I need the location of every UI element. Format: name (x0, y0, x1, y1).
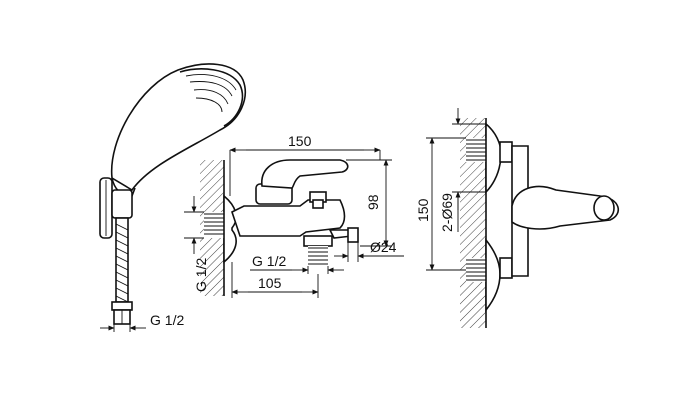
spout-projection-label: 105 (258, 275, 282, 291)
shower-hose-thread-label: G 1/2 (150, 312, 184, 328)
mixer-side-view: 150 98 G 1/2 G 1/2 105 Ø24 (184, 133, 404, 298)
centre-distance-label: 150 (415, 198, 431, 222)
mixer-front-view: 150 2-Ø69 (415, 108, 620, 328)
height-label: 98 (365, 194, 381, 210)
wall-thread-label: G 1/2 (193, 258, 209, 292)
escutcheon-diameter-label: 2-Ø69 (439, 193, 455, 232)
outlet-diameter-label: Ø24 (370, 239, 397, 255)
overall-width-label: 150 (288, 133, 312, 149)
hand-shower-view: G 1/2 (99, 63, 247, 332)
outlet-thread-label: G 1/2 (252, 253, 286, 269)
